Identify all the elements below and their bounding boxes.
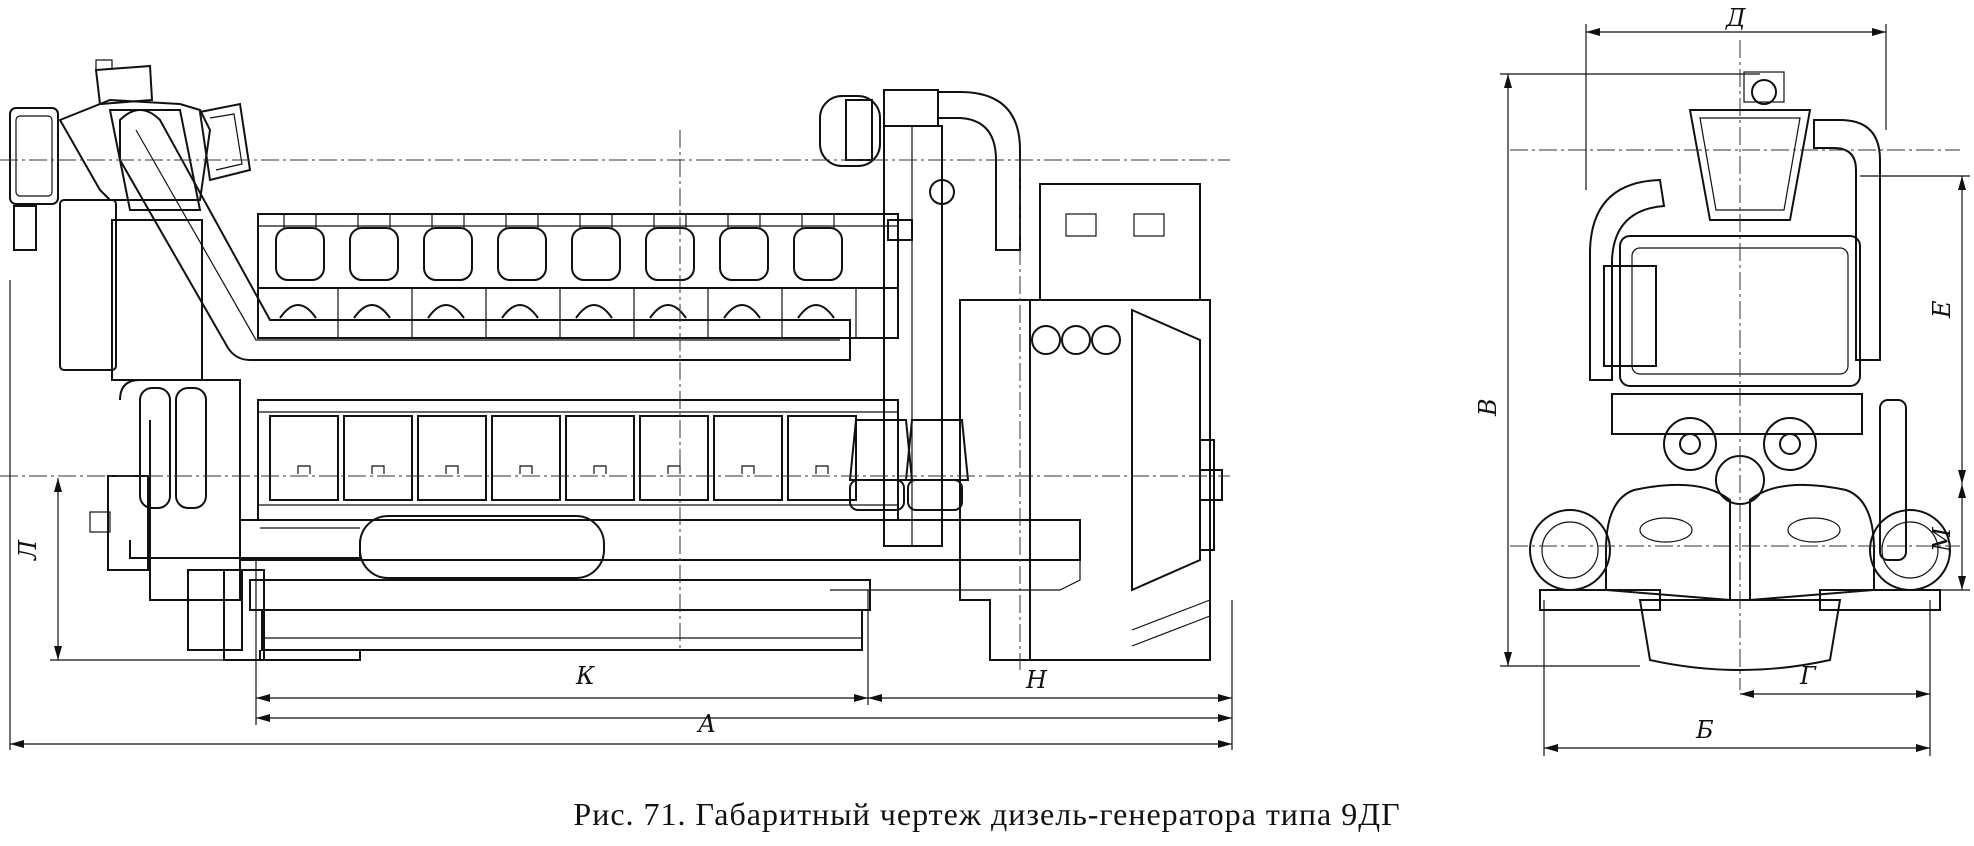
crankcase-door xyxy=(269,415,339,501)
dim-label-D: Д xyxy=(1725,4,1746,32)
dim-label-E: Е xyxy=(1928,300,1956,319)
crankcase-door xyxy=(491,415,561,501)
engine-drawing: К Н А Л xyxy=(0,4,1970,756)
air-filter xyxy=(9,107,59,251)
figure-caption: Рис. 71. Габаритный чертеж дизель-генера… xyxy=(573,796,1401,832)
crankcase-door xyxy=(639,415,709,501)
crankcase-door xyxy=(417,415,487,501)
cylinder-head xyxy=(793,214,857,338)
crankcase xyxy=(257,399,899,521)
cylinder-head xyxy=(719,214,783,338)
intake-filters xyxy=(848,419,970,511)
generator xyxy=(959,183,1223,661)
crankcase-door xyxy=(565,415,635,501)
crankcase-door xyxy=(343,415,413,501)
cylinder-head xyxy=(571,214,635,338)
exhaust-pipe xyxy=(119,109,851,361)
cylinder-head-row xyxy=(275,214,857,338)
side-view: К Н А Л xyxy=(0,59,1233,750)
dim-label-A: А xyxy=(696,710,716,738)
dim-label-L: Л xyxy=(14,539,42,561)
dim-label-K: К xyxy=(575,662,596,690)
cylinder-head xyxy=(497,214,561,338)
cylinder-head xyxy=(423,214,487,338)
end-dimension-lines xyxy=(1500,24,1970,756)
oil-filters xyxy=(89,379,265,661)
cylinder-head xyxy=(645,214,709,338)
cylinder-heads xyxy=(257,213,899,339)
cylinder-head xyxy=(275,214,339,338)
dim-label-M: М xyxy=(1928,526,1956,553)
crankcase-door-row xyxy=(269,415,857,501)
dim-label-B: Б xyxy=(1695,716,1714,744)
cylinder-head xyxy=(349,214,413,338)
dim-label-G: Г xyxy=(1799,662,1817,690)
crankcase-door xyxy=(713,415,783,501)
oil-receiver xyxy=(129,515,605,579)
crankcase-door xyxy=(787,415,857,501)
dimension-lines xyxy=(9,280,1233,750)
base-frame xyxy=(240,519,1081,661)
end-view: Д В Е М Г Б xyxy=(1474,4,1970,756)
dim-label-N: Н xyxy=(1025,666,1048,694)
dim-label-V: В xyxy=(1474,398,1502,417)
exhaust-stack xyxy=(819,89,1021,547)
